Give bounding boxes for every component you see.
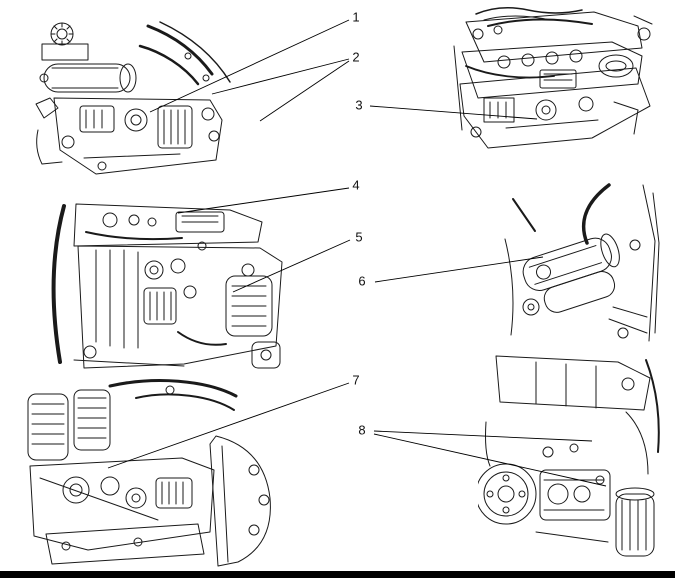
callout-label-4: 4 (352, 177, 360, 193)
engine-view-top-right (448, 4, 663, 154)
engine-view-bottom-right (478, 352, 668, 572)
leader-line-2b (259, 60, 350, 122)
engine-line-art-top-right (453, 7, 653, 149)
engine-view-bottom-left (18, 378, 283, 568)
footer-bar (0, 571, 675, 578)
callout-label-8: 8 (358, 422, 366, 438)
engine-line-art-bottom-right (478, 355, 660, 557)
engine-view-middle-left (30, 200, 300, 375)
engine-line-art-middle-left (51, 203, 283, 369)
engine-view-top-left (28, 20, 268, 180)
engine-view-middle-right (497, 183, 665, 348)
callout-label-1: 1 (352, 9, 360, 25)
engine-line-art-middle-right (504, 183, 660, 342)
callout-label-6: 6 (358, 273, 366, 289)
engine-line-art-top-left (35, 21, 231, 175)
engine-line-art-bottom-left (27, 379, 271, 567)
callout-label-7: 7 (352, 372, 360, 388)
callout-label-5: 5 (355, 229, 363, 245)
callout-label-2: 2 (352, 49, 360, 65)
callout-label-3: 3 (355, 97, 363, 113)
